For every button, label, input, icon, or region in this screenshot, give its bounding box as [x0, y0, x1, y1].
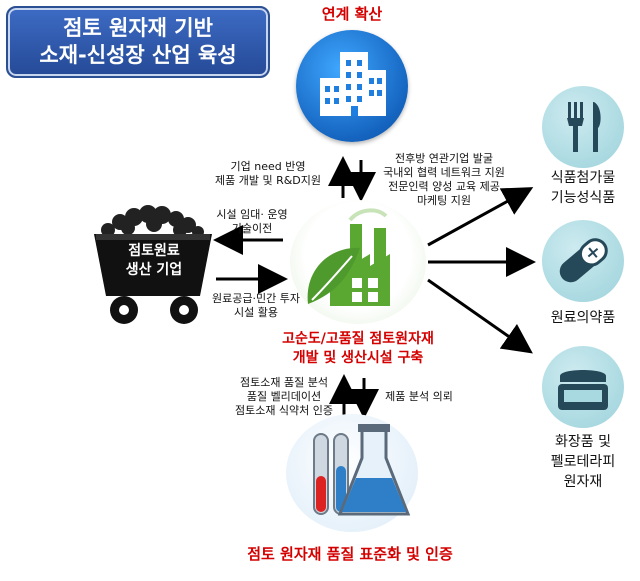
note-down-left-1: 점토소재 품질 분석 — [240, 376, 328, 389]
note-up-left-2: 제품 개발 및 R&D지원 — [214, 174, 322, 187]
note-up-right-3: 전문인력 양성 교육 제공 — [388, 180, 500, 193]
top-label: 연계 확산 — [321, 5, 383, 23]
note-left-bottom-2: 시설 활용 — [234, 306, 278, 319]
eco-factory-icon — [307, 208, 390, 306]
center-circle — [290, 200, 426, 324]
bottom-label: 점토 원자재 품질 표준화 및 인증 — [247, 545, 453, 563]
top-circle — [296, 30, 408, 142]
fork-knife-icon — [567, 102, 601, 152]
outcome-cosmetic-circle — [542, 346, 624, 428]
center-label-line-2: 개발 및 생산시설 구축 — [292, 350, 424, 366]
arrow-to-food — [427, 187, 534, 247]
note-up-right-4: 마케팅 지원 — [416, 194, 472, 207]
note-left-top-1: 시설 임대· 운영 — [216, 208, 288, 221]
outcome-cosmetic-line-2: 펠로테라피 — [550, 454, 616, 470]
note-left-bottom-1: 원료공급·민간 투자 — [212, 292, 300, 305]
title-line-2: 소재-신성장 산업 육성 — [39, 43, 237, 67]
note-down-left-2: 품질 벨리데이션 — [246, 390, 322, 403]
mine-cart-icon — [94, 205, 212, 324]
outcome-cosmetic-label: 화장품 및 펠로테라피 원자재 — [528, 432, 638, 492]
title-box: 점토 원자재 기반 소재-신성장 산업 육성 — [6, 6, 270, 78]
outcome-food-line-2: 기능성식품 — [550, 190, 616, 206]
bottom-circle — [286, 414, 418, 532]
arrow-to-cosmetic — [427, 278, 533, 354]
left-box-line-2: 생산 기업 — [125, 262, 183, 278]
outcome-food-line-1: 식품첨가물 — [550, 170, 616, 186]
lab-flask-icon — [313, 424, 411, 516]
note-left-top: 시설 임대· 운영 기술이전 — [214, 208, 290, 236]
buildings-icon — [320, 52, 386, 116]
note-up-left-1: 기업 need 반영 — [230, 160, 306, 173]
center-label: 고순도/고품질 점토원자재 개발 및 생산시설 구축 — [248, 330, 468, 368]
outcome-cosmetic-line-3: 원자재 — [563, 474, 603, 490]
note-up-right-2: 국내외 협력 네트워크 지원 — [383, 166, 505, 179]
note-down-right: 제품 분석 의뢰 — [374, 390, 464, 404]
capsule-icon — [559, 238, 608, 283]
note-down-right-1: 제품 분석 의뢰 — [385, 390, 453, 403]
mine-cart: 점토원료 생산 기업 — [88, 190, 218, 340]
note-up-right: 전후방 연관기업 발굴 국내외 협력 네트워크 지원 전문인력 양성 교육 제공… — [368, 152, 520, 208]
outcome-pharma-label: 원료의약품 — [550, 310, 616, 326]
outcome-pharma-circle — [542, 220, 624, 302]
note-up-right-1: 전후방 연관기업 발굴 — [394, 152, 494, 165]
note-left-top-2: 기술이전 — [231, 222, 273, 235]
left-box-label: 점토원료 생산 기업 — [102, 242, 206, 280]
center-label-line-1: 고순도/고품질 점토원자재 — [282, 331, 434, 347]
cosmetic-jar-icon — [558, 370, 608, 410]
outcome-food-label: 식품첨가물 기능성식품 — [528, 168, 638, 208]
note-down-left-3: 점토소재 식약처 인증 — [234, 404, 334, 417]
title-line-1: 점토 원자재 기반 — [63, 16, 213, 40]
note-up-left: 기업 need 반영 제품 개발 및 R&D지원 — [198, 160, 338, 188]
note-left-bottom: 원료공급·민간 투자 시설 활용 — [200, 292, 312, 320]
note-down-left: 점토소재 품질 분석 품질 벨리데이션 점토소재 식약처 인증 — [226, 376, 342, 418]
left-box-line-1: 점토원료 — [128, 243, 180, 259]
outcome-food-circle — [542, 86, 624, 168]
outcome-cosmetic-line-1: 화장품 및 — [555, 434, 611, 450]
